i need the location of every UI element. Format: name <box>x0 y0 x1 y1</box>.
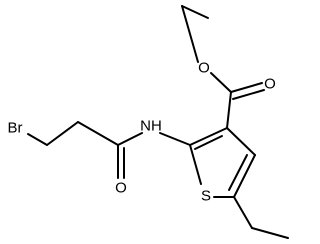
bond-ester-ch3-ch2 <box>181 5 209 19</box>
bond-ring-c4-c5-b <box>228 154 248 191</box>
atom-label-nh: NH <box>140 118 162 135</box>
bond-ester-c-o-double-b <box>232 89 265 100</box>
atom-label-br: Br <box>8 120 23 137</box>
bond-ch2-br <box>27 133 48 146</box>
atom-label-o-ester-single: O <box>198 60 210 77</box>
bond-ethyl-ch2-ch3 <box>251 227 289 239</box>
bond-carbonyl-c3 <box>226 91 232 129</box>
bond-ch2-ch2 <box>46 121 79 146</box>
atom-label-o-ester-double: O <box>264 76 276 93</box>
bond-c2-nh <box>159 132 191 146</box>
bond-ester-c-o-double-a <box>230 82 263 93</box>
molecule-diagram: Br NH O O O S <box>8 5 289 239</box>
bond-amide-c-ch2 <box>77 121 119 146</box>
atom-label-s: S <box>201 188 211 205</box>
bond-ring-c3-c2-b <box>194 135 223 150</box>
bond-ring-c4-c5-a <box>233 154 256 198</box>
bond-ring-ethyl-ch2 <box>233 196 253 229</box>
bond-ester-o-carbonyl <box>210 72 232 93</box>
bond-ring-c3-c4 <box>226 127 256 156</box>
bond-ester-ch2-o <box>181 5 199 63</box>
bond-nh-amide-c <box>117 132 143 146</box>
atom-label-o-amide: O <box>115 180 127 197</box>
bond-ring-s-c2 <box>189 144 202 185</box>
bond-ring-c3-c2-a <box>189 127 228 146</box>
